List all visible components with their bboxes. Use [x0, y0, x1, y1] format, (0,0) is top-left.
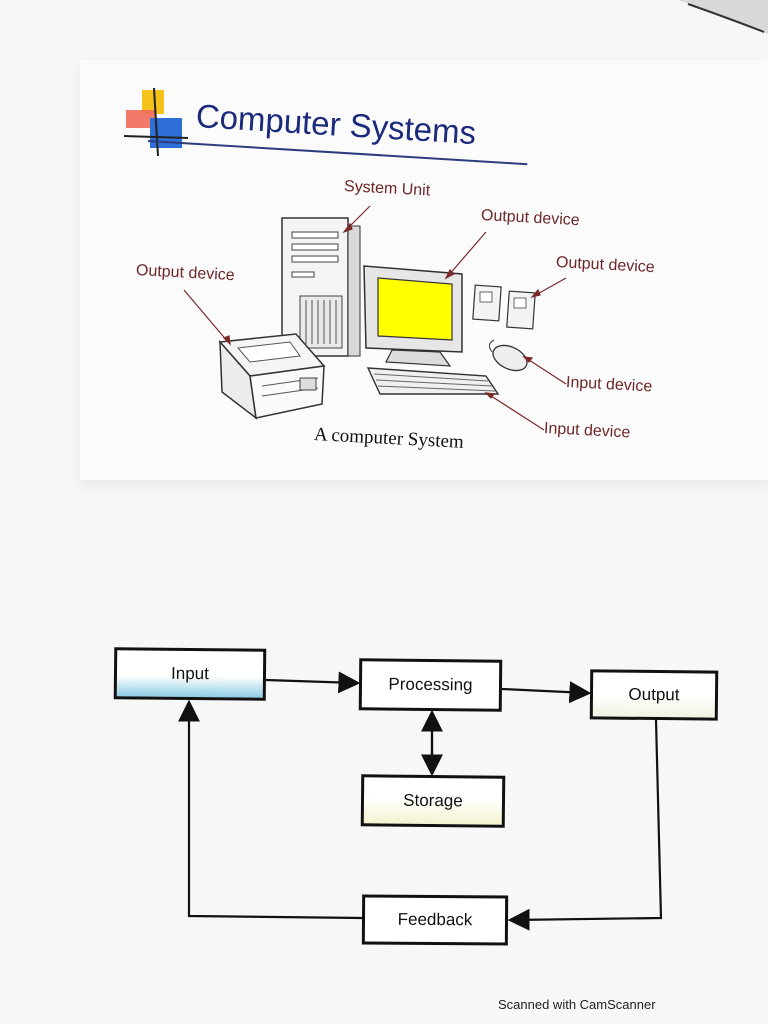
flow-box-feedback: Feedback: [361, 894, 509, 946]
flow-processing-label: Processing: [388, 674, 473, 695]
arrow-input-to-processing: [265, 671, 361, 694]
flow-feedback-label: Feedback: [397, 909, 473, 930]
arrow-output-to-feedback: [507, 719, 663, 931]
slide-logo-icon: [124, 88, 188, 157]
mouse-icon: [488, 339, 528, 372]
speakers-icon: [472, 284, 536, 330]
printer-icon: [218, 333, 326, 420]
system-unit-icon: [281, 217, 361, 357]
flow-box-output: Output: [589, 669, 719, 721]
arrow-feedback-to-input: [178, 699, 363, 920]
slide-panel: [80, 60, 768, 480]
flow-storage-label: Storage: [403, 790, 463, 811]
arrow-processing-to-output: [501, 681, 592, 704]
flow-box-storage: Storage: [360, 774, 506, 828]
keyboard-icon: [366, 367, 500, 395]
flow-input-label: Input: [171, 663, 210, 684]
page-corner-shadow: [678, 0, 768, 34]
flow-output-label: Output: [628, 684, 680, 705]
callout-arrows: [183, 205, 567, 431]
flow-box-processing: Processing: [358, 658, 503, 712]
flow-box-input: Input: [113, 647, 267, 701]
monitor-icon: [363, 265, 463, 367]
scanner-watermark: Scanned with CamScanner: [498, 997, 656, 1012]
